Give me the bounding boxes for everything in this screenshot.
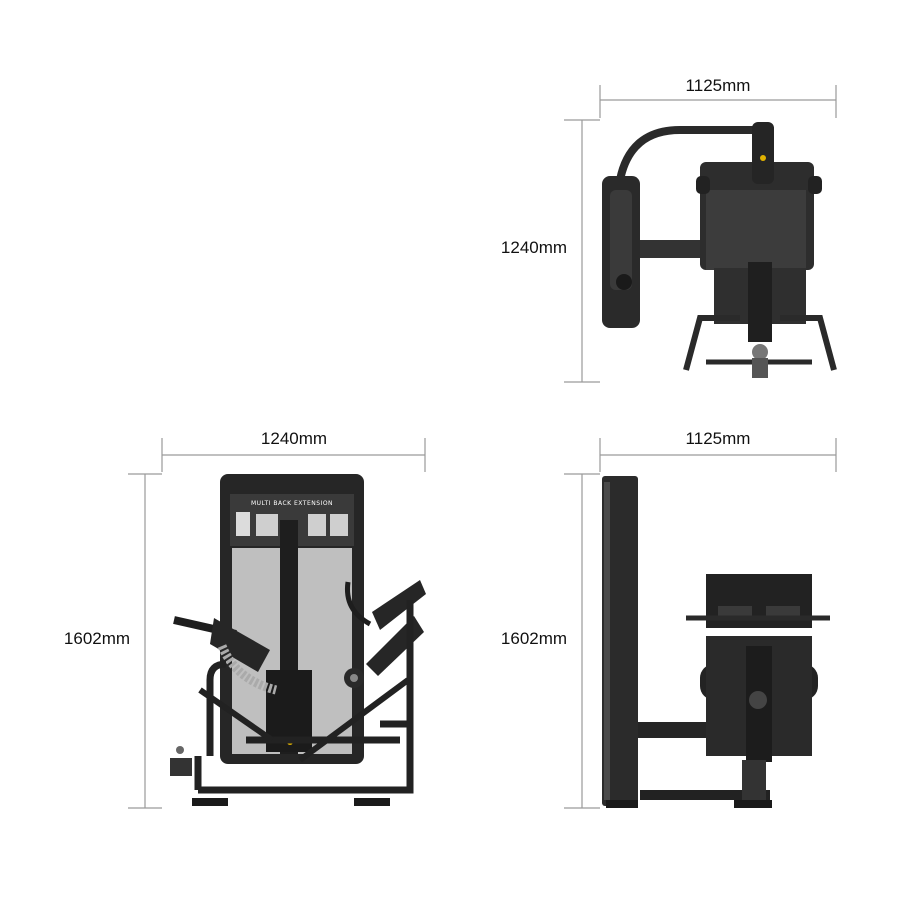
top-view-width-label: 1125mm [686, 76, 751, 95]
top-view-depth-label: 1240mm [501, 238, 567, 257]
front-view-placard-title: MULTI BACK EXTENSION [251, 500, 333, 507]
side-view-height-label: 1602mm [501, 629, 567, 648]
top-view-width-dimension [599, 85, 837, 118]
front-view-width-dimension [161, 438, 426, 472]
front-view-width-label: 1240mm [261, 429, 327, 448]
front-view-height-label: 1602mm [64, 629, 130, 648]
side-view-height-dimension [564, 473, 600, 809]
side-view-width-dimension [599, 438, 837, 472]
top-view-depth-dimension [564, 119, 600, 383]
top-view: 1125mm 1240mm [501, 76, 837, 383]
side-view-width-label: 1125mm [686, 429, 751, 448]
top-view-machine [602, 122, 837, 378]
front-view-machine: MULTI BACK EXTENSION [170, 474, 426, 806]
side-view: 1125mm 1602mm [501, 429, 837, 809]
front-view: 1240mm 1602mm MULTI BACK EXTENSION [64, 429, 426, 809]
front-view-height-dimension [128, 473, 162, 809]
side-view-machine [602, 476, 830, 808]
